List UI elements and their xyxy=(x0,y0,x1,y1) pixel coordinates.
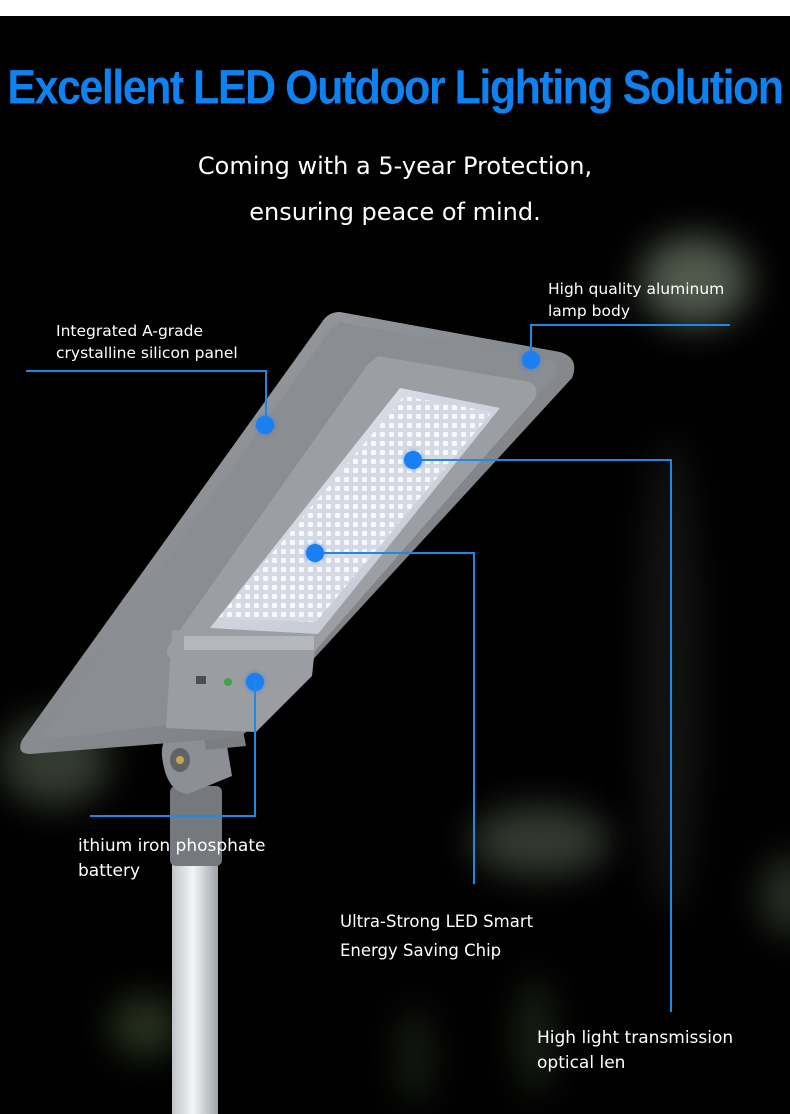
solar-street-light-image xyxy=(20,312,575,1114)
callout-led-chip-line1: Ultra-Strong LED Smart xyxy=(340,912,534,931)
callout-battery-line2: battery xyxy=(78,861,141,881)
subtitle-line-1: Coming with a 5-year Protection, xyxy=(197,152,593,180)
callout-line xyxy=(90,815,256,817)
bokeh-light xyxy=(470,806,610,876)
callout-line xyxy=(315,552,475,554)
callout-marker-led-chip xyxy=(306,544,324,562)
callout-line xyxy=(670,459,672,1012)
page-title: Excellent LED Outdoor Lighting Solution xyxy=(7,61,784,115)
bokeh-light xyxy=(640,236,750,326)
callout-led-chip: Ultra-Strong LED Smart Energy Saving Chi… xyxy=(340,907,533,965)
callout-marker-solar-panel xyxy=(256,416,274,434)
callout-aluminum-body-line2: lamp body xyxy=(548,302,631,320)
callout-led-chip-line2: Energy Saving Chip xyxy=(340,941,502,960)
bokeh-light xyxy=(400,1006,430,1106)
callout-solar-panel-line1: Integrated A-grade xyxy=(56,322,204,340)
product-banner: Excellent LED Outdoor Lighting Solution … xyxy=(0,16,790,1114)
callout-aluminum-body: High quality aluminum lamp body xyxy=(548,278,724,322)
callout-marker-optical-lens xyxy=(404,451,422,469)
callout-optical-lens-line2: optical len xyxy=(537,1053,626,1073)
callout-solar-panel-line2: crystalline silicon panel xyxy=(56,344,238,362)
callout-line xyxy=(530,324,532,360)
callout-line xyxy=(413,459,672,461)
subtitle-line-2: ensuring peace of mind. xyxy=(249,198,541,226)
callout-optical-lens: High light transmission optical len xyxy=(537,1026,733,1076)
bokeh-light xyxy=(110,996,180,1056)
callout-solar-panel: Integrated A-grade crystalline silicon p… xyxy=(56,320,238,364)
callout-line xyxy=(265,370,267,426)
callout-line xyxy=(473,552,475,884)
callout-optical-lens-line1: High light transmission xyxy=(537,1028,734,1048)
callout-line xyxy=(26,370,267,372)
callout-battery: ithium iron phosphate battery xyxy=(78,834,265,884)
callout-battery-line1: ithium iron phosphate xyxy=(78,836,266,856)
bokeh-light xyxy=(520,976,550,1096)
callout-line xyxy=(531,324,730,326)
callout-marker-aluminum-body xyxy=(522,351,540,369)
callout-aluminum-body-line1: High quality aluminum xyxy=(548,280,725,298)
callout-line xyxy=(254,682,256,817)
